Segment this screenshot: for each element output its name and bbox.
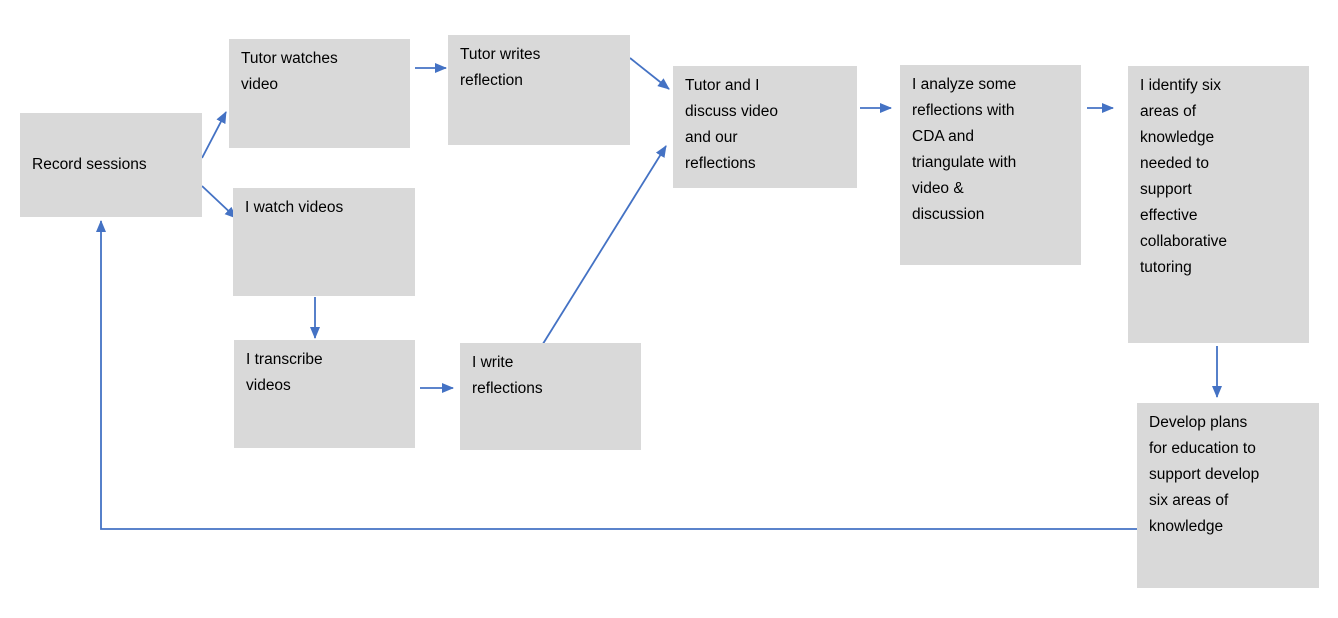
flow-node-i-transcribe-videos: I transcribe videos <box>234 340 415 448</box>
flow-node-tutor-watches-video: Tutor watches video <box>229 39 410 148</box>
flow-node-i-analyze: I analyze some reflections with CDA and … <box>900 65 1081 265</box>
arrow-develop-to-record-feedback <box>96 220 1137 530</box>
arrow-record-to-i-watch <box>201 185 237 219</box>
flow-node-tutor-writes-reflection: Tutor writes reflection <box>448 35 630 145</box>
flow-node-i-write-reflections: I write reflections <box>460 343 641 450</box>
arrow-record-to-tutor-watches <box>201 111 227 159</box>
flow-node-record-sessions: Record sessions <box>20 113 202 217</box>
arrow-tutor-writes-to-discuss <box>629 57 670 90</box>
arrow-i-write-to-discuss <box>540 145 667 348</box>
flow-node-tutor-and-i-discuss: Tutor and I discuss video and our reflec… <box>673 66 857 188</box>
flow-node-develop-plans: Develop plans for education to support d… <box>1137 403 1319 588</box>
flow-node-i-identify: I identify six areas of knowledge needed… <box>1128 66 1309 343</box>
flow-node-i-watch-videos: I watch videos <box>233 188 415 296</box>
